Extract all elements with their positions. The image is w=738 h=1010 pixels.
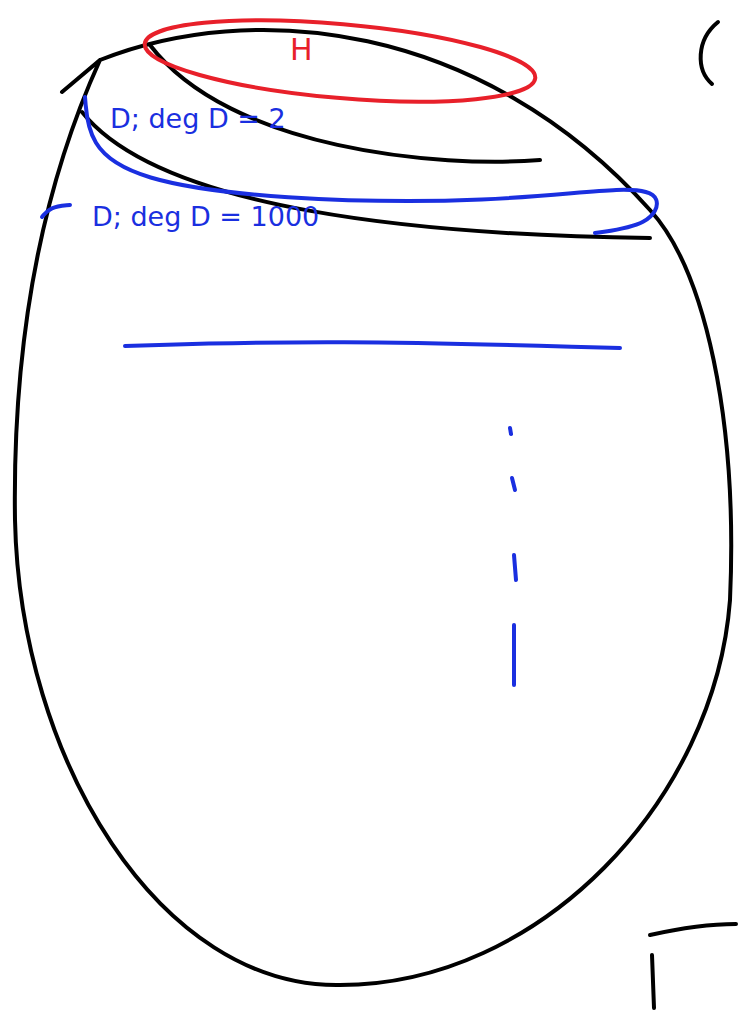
band-outline: [42, 205, 70, 217]
region-ellipse-outline: [140, 18, 540, 104]
edge-mark: [650, 924, 736, 935]
ellipse-outline: [142, 7, 539, 115]
edge-mark: [652, 955, 654, 1008]
band-outline: [85, 97, 657, 233]
edge-mark: [701, 22, 718, 84]
continuation-dot: [512, 478, 515, 490]
band-label: D; deg D = 1000: [92, 201, 319, 232]
blob-outline: [15, 30, 731, 985]
band-outline: [125, 342, 620, 348]
continuation-dot: [514, 555, 516, 580]
continuation-dot: [512, 625, 516, 685]
band-label: D; deg D = 2: [110, 103, 286, 134]
region-label: H: [290, 32, 313, 67]
continuation-dot: [510, 428, 511, 434]
region-ellipse: H: [140, 18, 540, 104]
band-region: D; deg D = 1000: [30, 195, 640, 360]
